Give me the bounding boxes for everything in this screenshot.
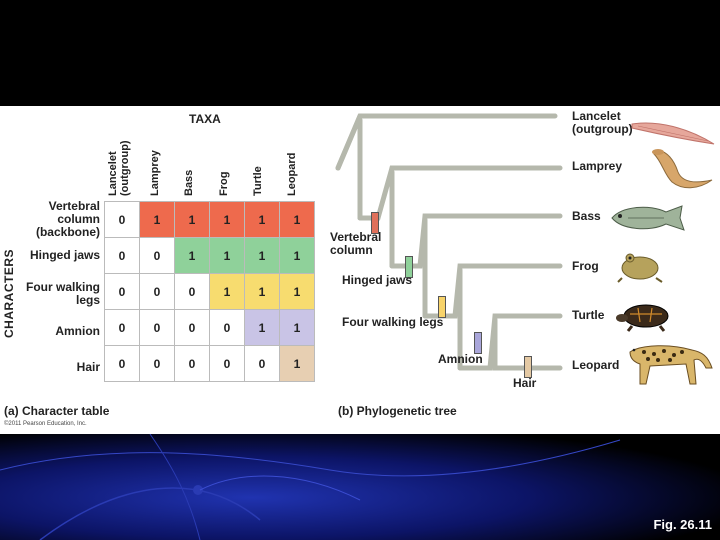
table-cell: 1: [139, 201, 175, 238]
turtle-icon: [616, 304, 669, 332]
table-cell: 1: [279, 345, 315, 382]
taxon-label-leopard: Leopard: [572, 358, 620, 372]
table-cell: 0: [104, 309, 140, 346]
table-cell: 1: [209, 201, 245, 238]
frog-icon: [617, 253, 663, 283]
table-cell: 0: [139, 345, 175, 382]
table-cell: 0: [139, 309, 175, 346]
figure-panel: TAXA Lancelet (outgroup) Lamprey Bass Fr…: [0, 106, 720, 434]
table-cell: 0: [104, 345, 140, 382]
table-cell: 0: [174, 345, 210, 382]
marker-hair: [524, 356, 532, 378]
tree-label-hair: Hair: [513, 376, 537, 390]
table-cell: 1: [174, 201, 210, 238]
bass-icon: [611, 205, 685, 231]
taxon-label-bass: Bass: [572, 209, 601, 223]
tree-label-vertebral-column: Vertebral column: [330, 230, 382, 257]
table-cell: 0: [104, 237, 140, 274]
table-caption: (a) Character table: [4, 404, 110, 418]
table-cell: 1: [244, 201, 280, 238]
table-cell: 0: [139, 237, 175, 274]
table-cell: 1: [279, 201, 315, 238]
row-label-four-walking-legs: Four walking legs: [25, 280, 100, 307]
table-cell: 1: [279, 309, 315, 346]
marker-hinged-jaws: [405, 256, 413, 278]
tree-label-hinged-jaws: Hinged jaws: [342, 273, 413, 287]
table-cell: 1: [174, 237, 210, 274]
row-label-hair: Hair: [76, 360, 100, 374]
table-cell: 1: [209, 237, 245, 274]
marker-amnion: [474, 332, 482, 354]
tree-caption: (b) Phylogenetic tree: [338, 404, 457, 418]
table-cell: 0: [244, 345, 280, 382]
lancelet-icon: [631, 122, 715, 145]
taxon-label-turtle: Turtle: [572, 308, 605, 322]
phylogenetic-tree: [335, 113, 563, 371]
figure-number: Fig. 26.11: [653, 517, 712, 532]
row-label-amnion: Amnion: [55, 324, 100, 338]
tree-label-amnion: Amnion: [438, 352, 483, 366]
leopard-icon: [629, 345, 713, 385]
taxon-label-lamprey: Lamprey: [572, 159, 623, 173]
table-cell: 1: [279, 237, 315, 274]
taxon-label-lancelet: Lancelet (outgroup): [572, 109, 633, 136]
tree-label-four-walking-legs: Four walking legs: [342, 315, 444, 329]
table-cell: 1: [244, 309, 280, 346]
lamprey-icon: [652, 149, 713, 189]
marker-vertebral-column: [371, 212, 379, 234]
table-cell: 1: [279, 273, 315, 310]
taxa-title: TAXA: [189, 112, 221, 126]
copyright-notice: ©2011 Pearson Education, Inc.: [4, 421, 87, 427]
table-cell: 0: [209, 345, 245, 382]
table-cell: 1: [209, 273, 245, 310]
row-label-hinged-jaws: Hinged jaws: [29, 248, 100, 262]
taxon-label-frog: Frog: [572, 259, 599, 273]
row-label-vertebral-column: Vertebral column (backbone): [35, 199, 100, 239]
marker-four-walking-legs: [438, 296, 446, 318]
table-cell: 1: [244, 237, 280, 274]
